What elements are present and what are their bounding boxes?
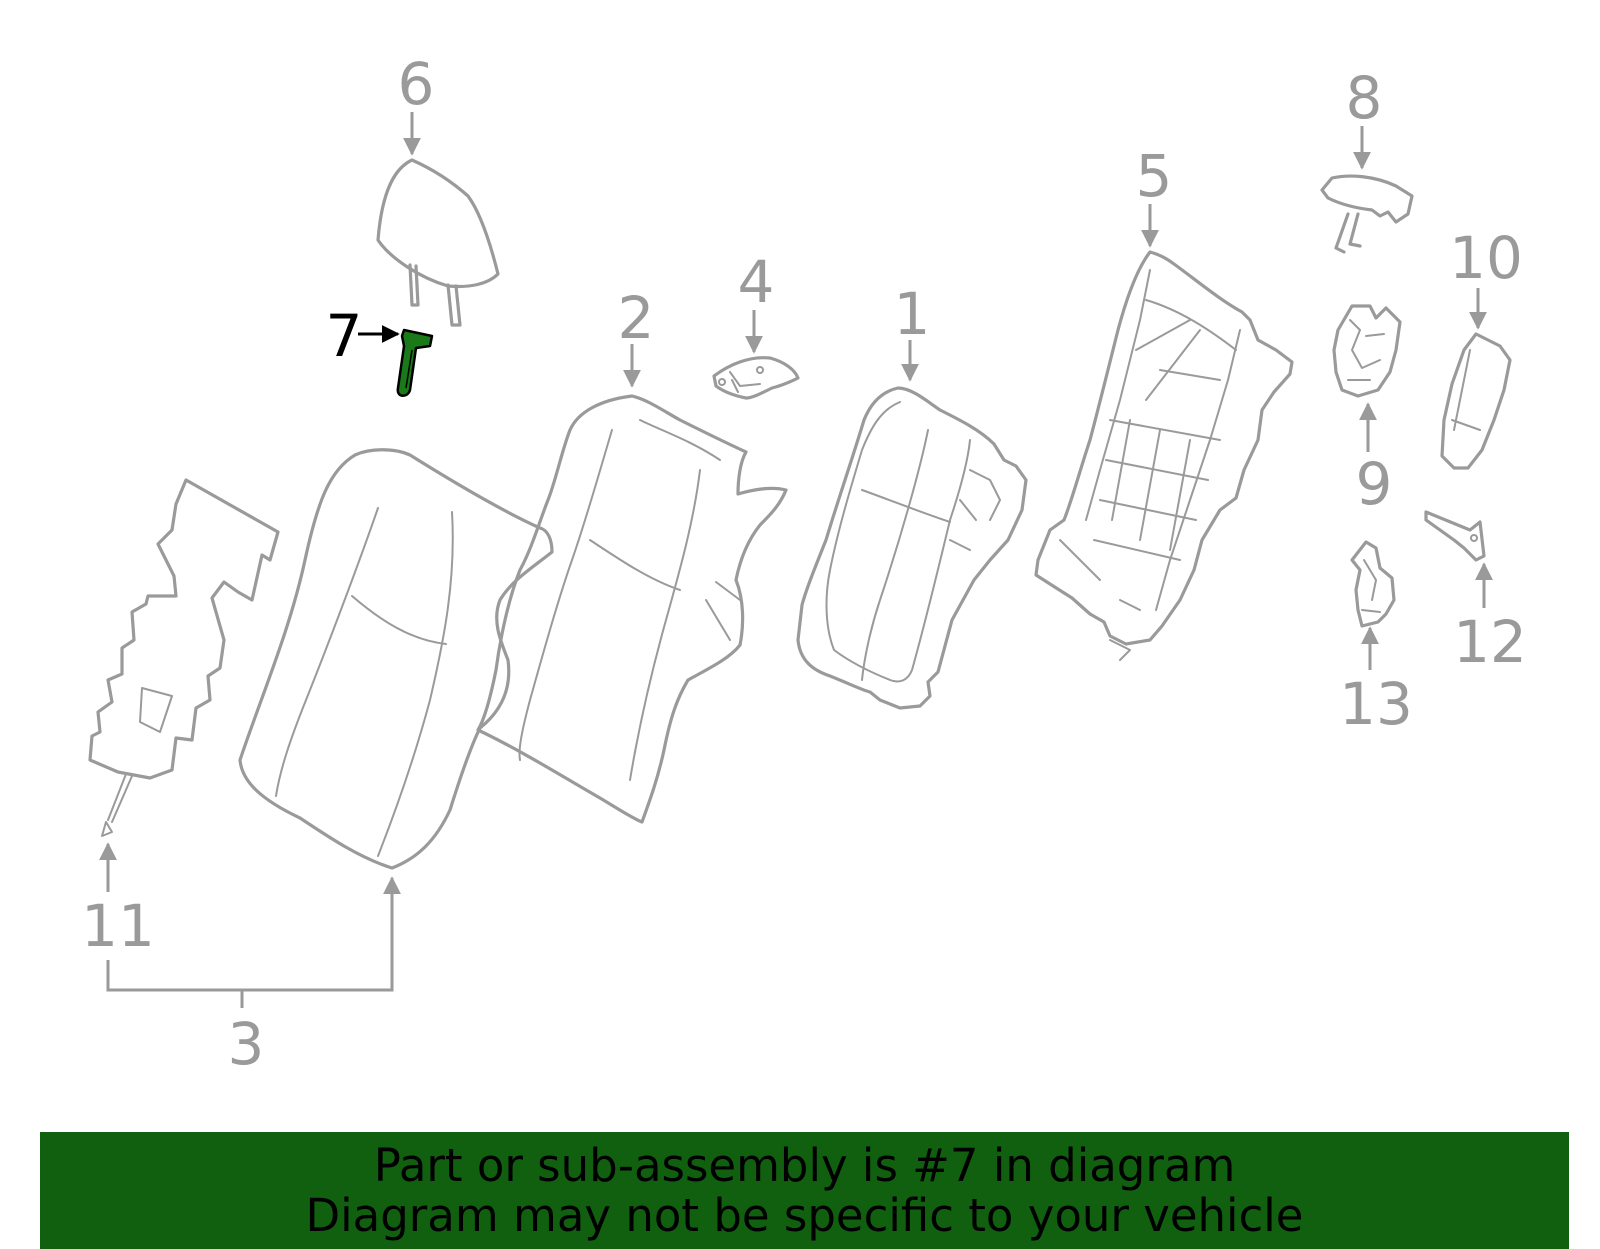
part-12-bolt xyxy=(1424,510,1486,562)
part-10-side-cover xyxy=(1440,332,1512,470)
part-2-seat-back-pad xyxy=(476,394,788,824)
callout-9: 9 xyxy=(1356,450,1393,518)
callout-11: 11 xyxy=(81,892,155,960)
callout-labels: 6 7 2 4 1 5 8 10 9 12 13 11 3 xyxy=(81,50,1527,1078)
callout-7: 7 xyxy=(326,302,363,370)
info-banner: Part or sub-assembly is #7 in diagram Di… xyxy=(40,1132,1569,1249)
part-7-headrest-guide xyxy=(396,328,434,397)
part-3-seat-back-cover xyxy=(238,448,554,870)
banner-disclaimer: Diagram may not be specific to your vehi… xyxy=(305,1188,1304,1242)
part-1-seat-back-frame xyxy=(796,386,1028,710)
callout-2: 2 xyxy=(618,284,655,352)
callout-8: 8 xyxy=(1346,64,1383,132)
callout-12: 12 xyxy=(1453,608,1527,676)
callout-13: 13 xyxy=(1339,670,1413,738)
part-5-seat-frame-assembly xyxy=(1034,250,1294,661)
callout-3: 3 xyxy=(228,1010,265,1078)
part-8-cover xyxy=(1320,174,1414,254)
leader-lines xyxy=(99,112,1493,1008)
callout-5: 5 xyxy=(1136,142,1173,210)
callout-10: 10 xyxy=(1449,224,1523,292)
banner-part-note: Part or sub-assembly is #7 in diagram xyxy=(373,1138,1236,1192)
part-11-heater-pad xyxy=(88,478,280,837)
part-6-headrest xyxy=(376,158,500,327)
callout-4: 4 xyxy=(738,248,775,316)
callout-1: 1 xyxy=(894,280,931,348)
part-9-recliner-cover xyxy=(1332,304,1402,398)
part-4-bracket xyxy=(712,356,800,400)
callout-6: 6 xyxy=(398,50,435,118)
part-13-clip xyxy=(1350,540,1396,628)
